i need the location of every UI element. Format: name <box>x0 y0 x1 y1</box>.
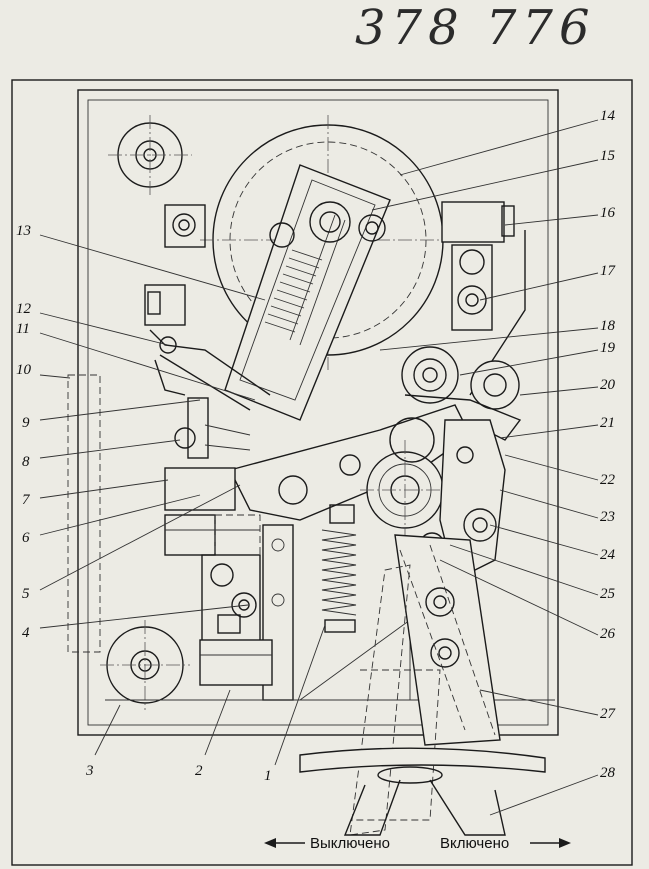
label-13: 13 <box>16 223 31 239</box>
caption-on: Включено <box>440 835 509 852</box>
arrow-on-head <box>559 838 571 848</box>
label-2: 2 <box>195 763 203 779</box>
label-16: 16 <box>600 205 616 221</box>
outer-frame <box>11 79 633 866</box>
part-1-spring <box>321 504 357 633</box>
label-26: 26 <box>600 626 616 642</box>
part-28-handle <box>299 747 546 836</box>
label-24: 24 <box>600 547 616 563</box>
label-10: 10 <box>16 362 32 378</box>
label-25: 25 <box>600 586 616 602</box>
base-plate-inner <box>87 99 549 726</box>
leader-lines <box>39 119 599 816</box>
label-11: 11 <box>16 321 30 337</box>
label-15: 15 <box>600 148 616 164</box>
part-labels: 1 2 3 4 5 6 7 8 9 10 11 12 13 14 15 16 1… <box>16 108 617 784</box>
label-8: 8 <box>22 454 30 470</box>
part-16-bracket <box>441 201 515 331</box>
label-23: 23 <box>600 509 615 525</box>
part-13-spring-housing <box>224 164 391 421</box>
mount-hub-top-left <box>108 115 192 195</box>
label-27: 27 <box>600 706 617 722</box>
position-captions: Выключено Включено <box>264 835 571 852</box>
caption-off: Выключено <box>310 835 390 852</box>
label-7: 7 <box>22 492 31 508</box>
part-27-handle-arm <box>394 534 501 746</box>
label-6: 6 <box>22 530 30 546</box>
label-18: 18 <box>600 318 616 334</box>
label-19: 19 <box>600 340 616 356</box>
part-6-block <box>164 514 261 556</box>
mount-hub-bottom-left <box>100 620 190 710</box>
label-14: 14 <box>600 108 616 124</box>
label-20: 20 <box>600 377 616 393</box>
label-3: 3 <box>85 763 94 779</box>
base-plate <box>77 89 559 736</box>
label-21: 21 <box>600 415 615 431</box>
label-12: 12 <box>16 301 32 317</box>
label-22: 22 <box>600 472 616 488</box>
label-1: 1 <box>264 768 272 784</box>
part-7-block <box>164 467 236 511</box>
part-24-bolt <box>463 508 497 542</box>
label-9: 9 <box>22 415 30 431</box>
label-4: 4 <box>22 625 30 641</box>
arrow-off-head <box>264 838 276 848</box>
part-10-slot <box>67 374 101 653</box>
handle-off-outline <box>349 564 411 836</box>
part-23-cam <box>360 417 450 540</box>
label-28: 28 <box>600 765 616 781</box>
part-19-20-wheels <box>401 346 522 441</box>
bracket-top-left <box>164 204 206 248</box>
label-5: 5 <box>22 586 30 602</box>
page-title: 378 776 <box>355 0 596 56</box>
part-8-bolt <box>174 397 251 459</box>
label-17: 17 <box>600 263 617 279</box>
part-2-block <box>199 639 273 686</box>
